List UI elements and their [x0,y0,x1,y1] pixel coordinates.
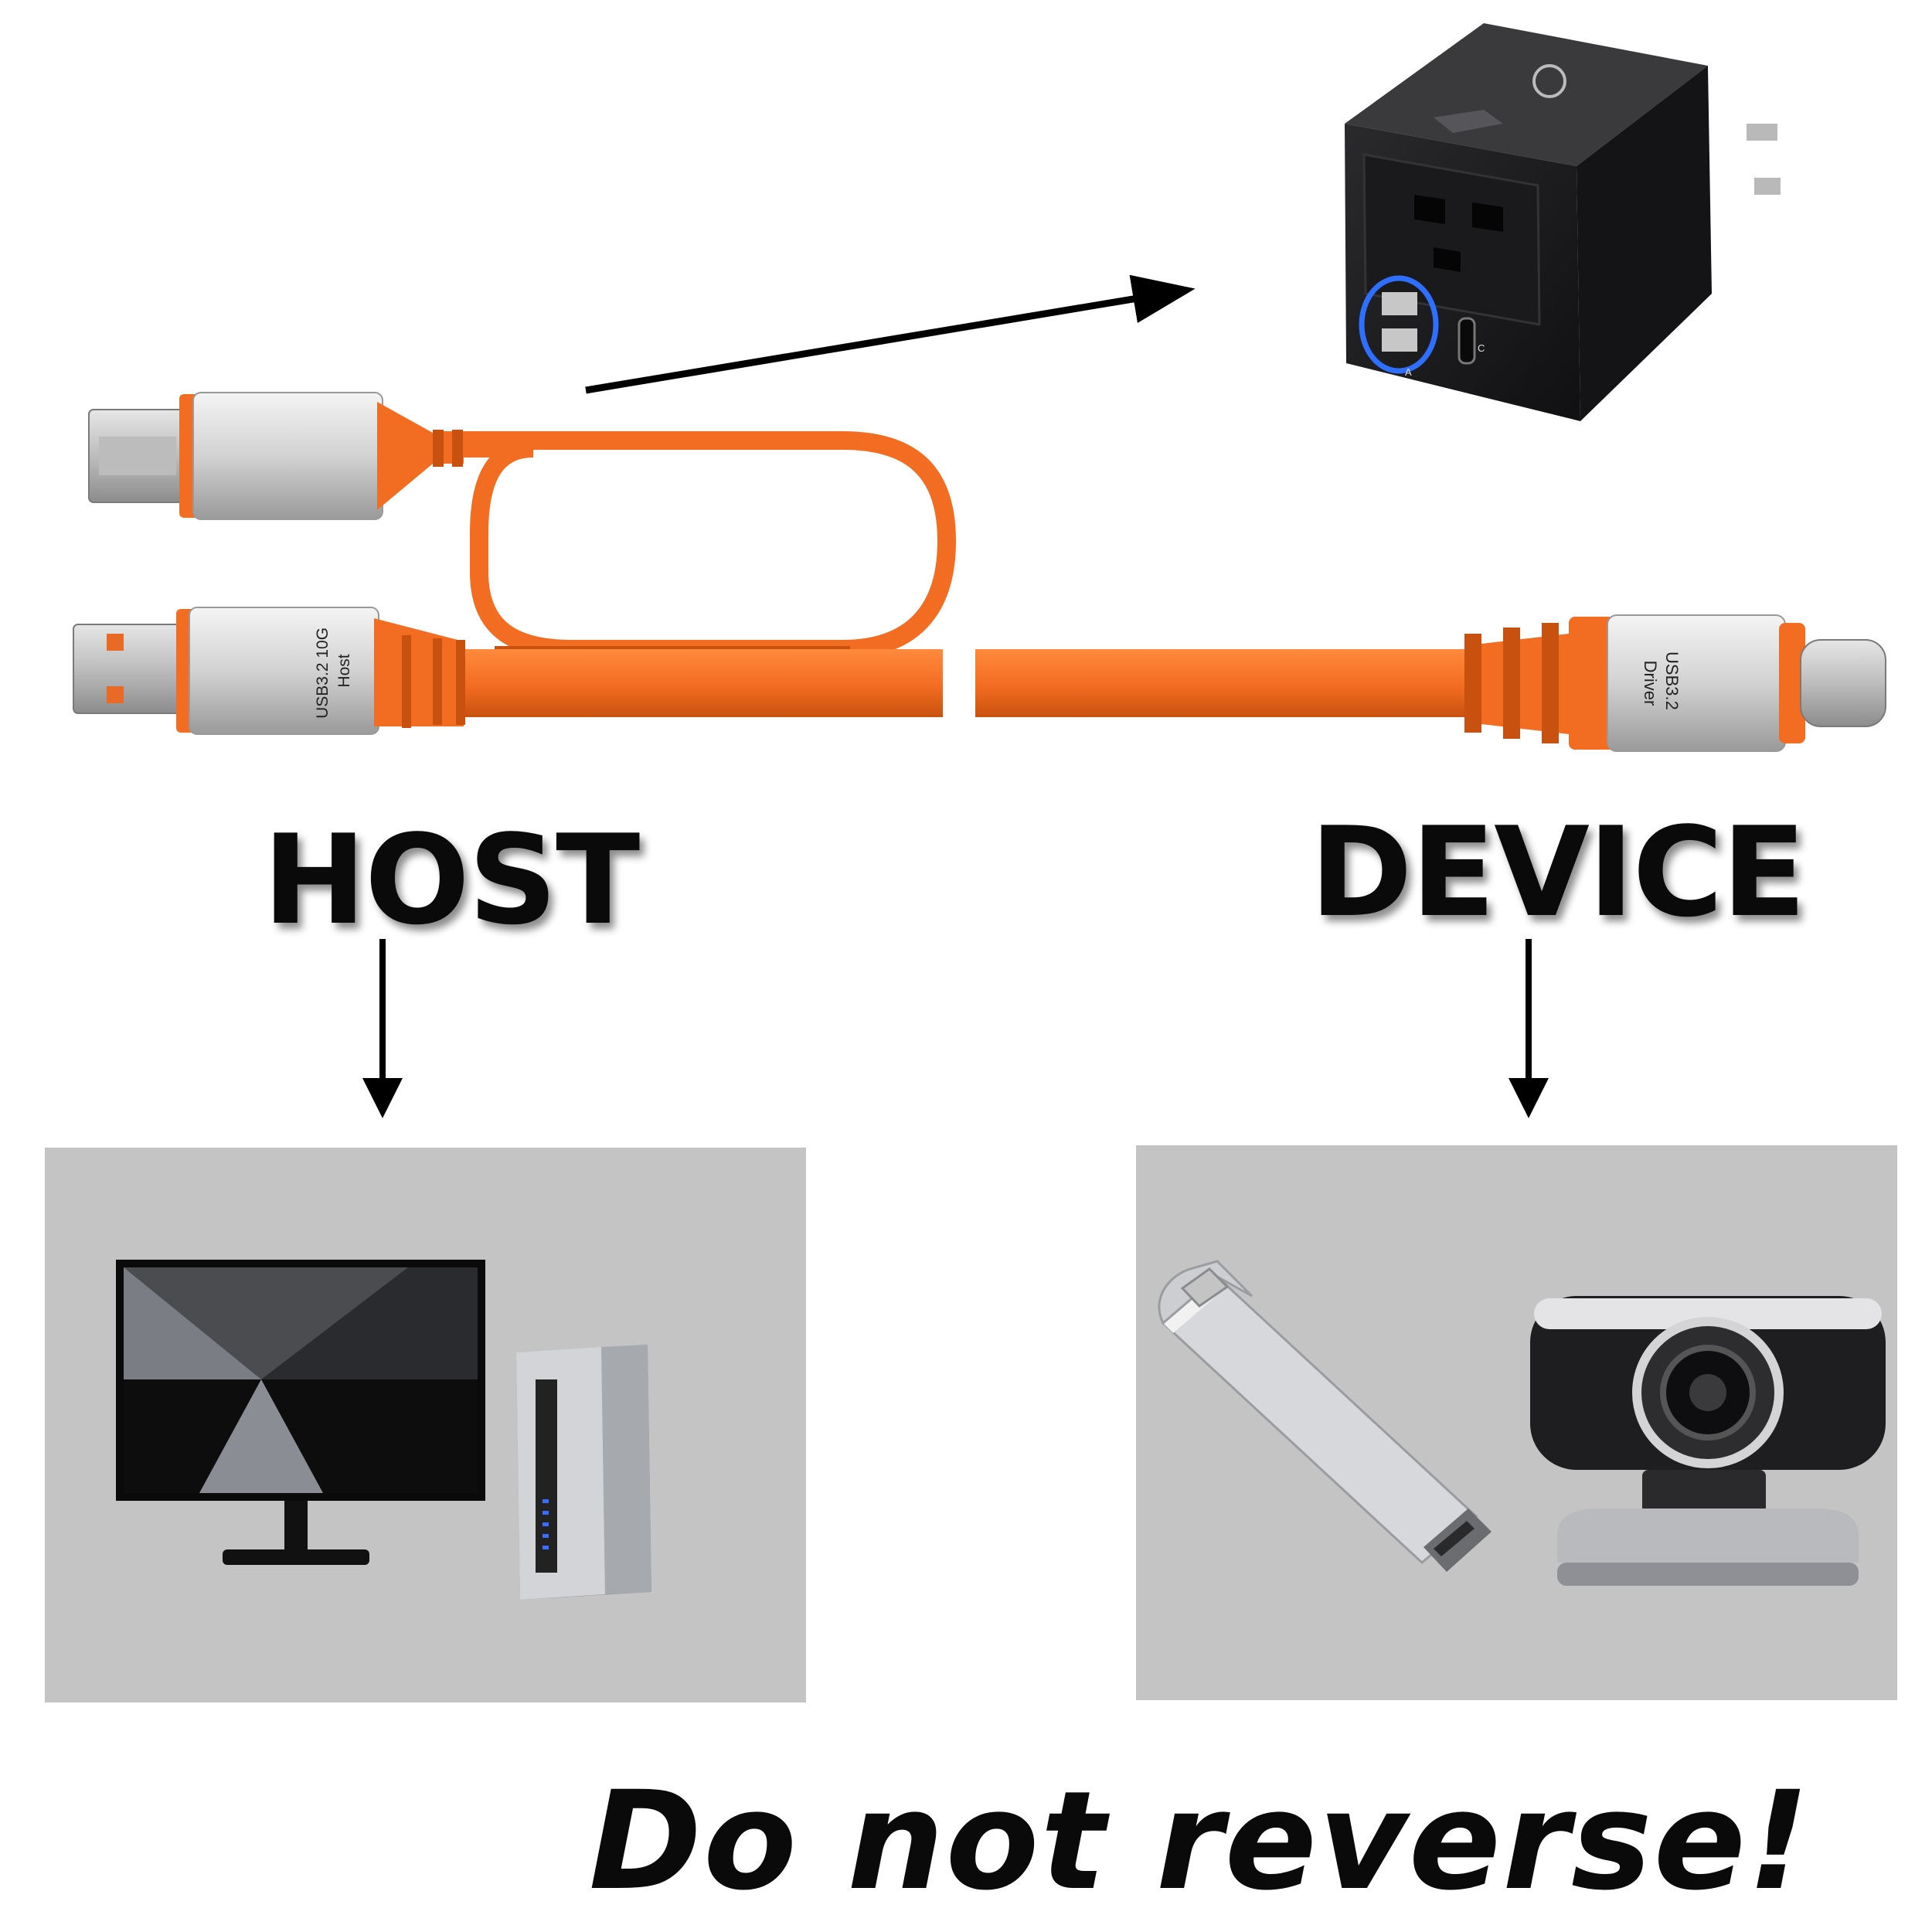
monitor-icon [116,1260,485,1565]
device-plug-text: USB3.2 Driver [1641,651,1682,715]
device-devices [1158,1260,1886,1586]
adapter-a-label: A [1405,366,1412,378]
webcam-icon [1530,1296,1886,1586]
power-loop-cable [433,431,957,658]
adapter-c-label: C [1478,342,1485,354]
host-usb-a-plug-icon: USB3.2 10G Host [73,607,465,735]
wall-adapter-icon: A C [1345,23,1781,421]
device-arrow-icon [1509,939,1549,1118]
cable-diagram: USB3.2 10G Host USB3.2 Driver [73,23,1886,752]
usb-flash-drive-icon [1158,1260,1492,1572]
warning-text: Do not reverse! [589,1762,1811,1920]
power-usb-a-plug [88,392,464,520]
main-cable-left [464,649,943,717]
host-devices [116,1260,651,1600]
arrow-to-adapter [585,274,1196,394]
host-arrow-icon [362,939,403,1118]
host-plug-text: USB3.2 10G Host [314,623,353,719]
desktop-tower-icon [516,1345,651,1600]
main-cable-right [975,649,1470,717]
device-label: DEVICE [1310,800,1806,944]
host-label: HOST [263,808,640,952]
device-usb-c-plug-icon: USB3.2 Driver [1464,614,1886,752]
